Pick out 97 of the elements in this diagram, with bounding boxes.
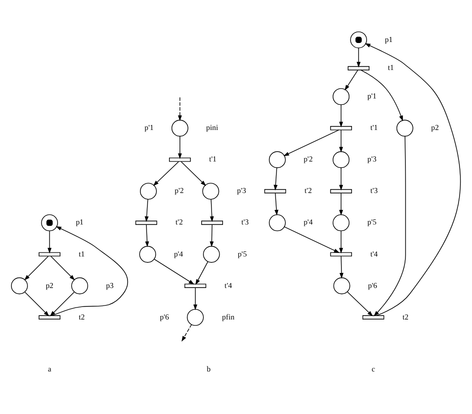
arrow	[50, 292, 74, 316]
node-label: p1	[384, 34, 393, 44]
node-marked-circle	[350, 31, 368, 48]
node-bar	[264, 189, 286, 194]
arrow	[178, 97, 182, 122]
node-label: t'3	[370, 186, 378, 196]
arrow	[210, 224, 214, 248]
node-marked-circle	[41, 214, 58, 232]
node-bar	[330, 189, 352, 194]
arrow	[50, 256, 75, 280]
node-circle	[139, 246, 156, 263]
node-label: p3	[106, 280, 114, 290]
node-label: t'4	[224, 280, 232, 290]
arrow	[364, 43, 461, 316]
node-label: t1	[388, 63, 394, 72]
node-label: t'1	[370, 123, 378, 132]
node-label: t'1	[209, 154, 217, 164]
node-bar	[38, 315, 60, 320]
arrow	[210, 199, 214, 222]
node-label: p2	[46, 280, 54, 290]
node-label: t2	[402, 312, 409, 322]
arrow	[153, 161, 179, 186]
arrow	[360, 70, 403, 122]
node-circle	[268, 151, 286, 168]
node-circle	[11, 277, 28, 294]
arrow	[195, 261, 208, 285]
arrow	[339, 130, 344, 152]
arrow	[193, 287, 198, 310]
node-circle	[332, 151, 350, 168]
node-label: t2	[78, 312, 85, 322]
arrow	[178, 136, 182, 159]
node-bar	[169, 158, 191, 162]
arrow	[48, 230, 52, 254]
arrow	[145, 224, 150, 248]
node-label: p'3	[367, 154, 376, 164]
node-circle	[203, 246, 220, 263]
node-label: p1	[76, 218, 84, 227]
node-bar	[38, 252, 60, 256]
node-label: p'4	[174, 249, 184, 258]
node-bar	[348, 66, 370, 70]
arrow	[339, 192, 344, 216]
node-label: p'4	[304, 218, 313, 227]
label: b	[206, 364, 211, 374]
node-label: p'6	[160, 312, 170, 322]
arrow	[374, 136, 406, 316]
arrow	[283, 130, 339, 156]
node-circle	[186, 308, 204, 326]
node-label: t'4	[370, 249, 378, 258]
arrow	[182, 324, 192, 342]
node-label: t'2	[304, 186, 312, 196]
node-label: pini	[206, 123, 218, 132]
arrow	[339, 168, 344, 190]
arrow	[274, 192, 278, 216]
arrow	[24, 256, 49, 280]
node-label: t'2	[176, 218, 183, 227]
node-label: p'1	[367, 92, 376, 101]
node-bar	[201, 220, 223, 225]
node-label: p'5	[238, 249, 247, 258]
node-circle	[396, 120, 414, 137]
node-label: p2	[431, 123, 439, 132]
node-bar	[135, 220, 158, 225]
node-circle	[333, 277, 350, 294]
arrow	[52, 226, 128, 316]
arrow	[154, 258, 194, 285]
arrow	[344, 70, 358, 90]
label: a	[48, 364, 52, 374]
node-label: p'2	[304, 154, 313, 164]
node-circle	[71, 277, 88, 294]
node-label: p'6	[368, 280, 378, 290]
node-bar	[330, 252, 352, 256]
label: c	[372, 364, 376, 374]
arrow	[346, 291, 373, 316]
node-circle	[268, 214, 286, 232]
node-label: t1	[78, 249, 85, 258]
node-circle	[332, 88, 350, 106]
node-bar	[330, 126, 352, 130]
node-bar	[184, 284, 206, 288]
arrow	[24, 292, 50, 316]
arrow	[284, 226, 340, 253]
node-circle	[332, 214, 350, 232]
node-bar	[362, 315, 384, 320]
node-label: p'2	[174, 186, 184, 196]
node-label: p'3	[237, 186, 246, 196]
arrow	[144, 199, 149, 222]
node-circle	[172, 120, 188, 137]
arrow	[339, 230, 344, 254]
node-label: pfin	[222, 312, 234, 322]
node-circle	[202, 182, 220, 200]
node-circle	[140, 182, 157, 200]
arrow	[274, 168, 278, 190]
node-label: p'1	[144, 123, 154, 132]
node-label: t'3	[241, 218, 249, 227]
arrow	[180, 161, 206, 186]
node-label: p'5	[367, 218, 376, 227]
arrow	[356, 48, 361, 68]
arrow	[339, 104, 344, 128]
arrow	[340, 256, 344, 279]
